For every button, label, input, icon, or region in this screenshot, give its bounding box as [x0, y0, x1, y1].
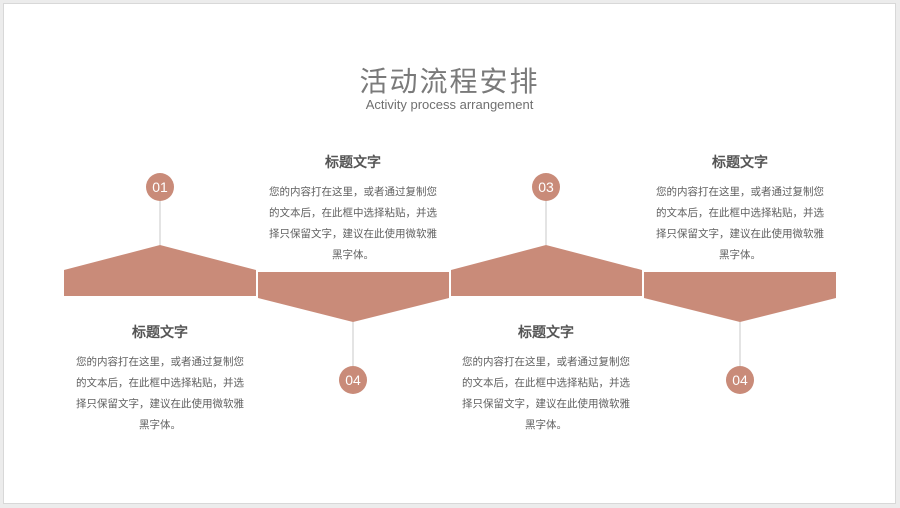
step-heading: 标题文字	[712, 155, 768, 171]
step-block-3: 标题文字 您的内容打在这里，或者通过复制您的文本后，在此框中选择粘贴，并选择只保…	[451, 322, 641, 436]
step-number: 03	[538, 179, 554, 195]
step-body: 您的内容打在这里，或者通过复制您的文本后，在此框中选择粘贴，并选择只保留文字，建…	[269, 186, 437, 261]
step-body: 您的内容打在这里，或者通过复制您的文本后，在此框中选择粘贴，并选择只保留文字，建…	[76, 356, 244, 431]
page-subtitle: Activity process arrangement	[365, 97, 534, 112]
step-heading: 标题文字	[132, 325, 188, 341]
slide: 活动流程安排 Activity process arrangement 01 0…	[3, 3, 896, 504]
step-heading: 标题文字	[518, 325, 574, 341]
step-block-4: 标题文字 您的内容打在这里，或者通过复制您的文本后，在此框中选择粘贴，并选择只保…	[645, 152, 835, 266]
step-number: 04	[345, 372, 361, 388]
process-timeline: 01 04 03 04	[64, 173, 836, 394]
step-badge-4: 04	[726, 366, 754, 394]
page-title: 活动流程安排	[359, 65, 540, 98]
band-segment-1	[64, 245, 256, 296]
band-segment-3	[451, 245, 642, 296]
step-heading: 标题文字	[325, 155, 381, 171]
step-body: 您的内容打在这里，或者通过复制您的文本后，在此框中选择粘贴，并选择只保留文字，建…	[656, 186, 824, 261]
step-badge-2: 04	[339, 366, 367, 394]
step-block-2: 标题文字 您的内容打在这里，或者通过复制您的文本后，在此框中选择粘贴，并选择只保…	[258, 152, 448, 266]
band-segment-2	[258, 272, 449, 322]
step-block-1: 标题文字 您的内容打在这里，或者通过复制您的文本后，在此框中选择粘贴，并选择只保…	[65, 322, 255, 436]
band-segment-4	[644, 272, 836, 322]
step-body: 您的内容打在这里，或者通过复制您的文本后，在此框中选择粘贴，并选择只保留文字，建…	[462, 356, 630, 431]
step-badge-1: 01	[146, 173, 174, 201]
step-number: 04	[732, 372, 748, 388]
step-number: 01	[152, 179, 168, 195]
step-badge-3: 03	[532, 173, 560, 201]
